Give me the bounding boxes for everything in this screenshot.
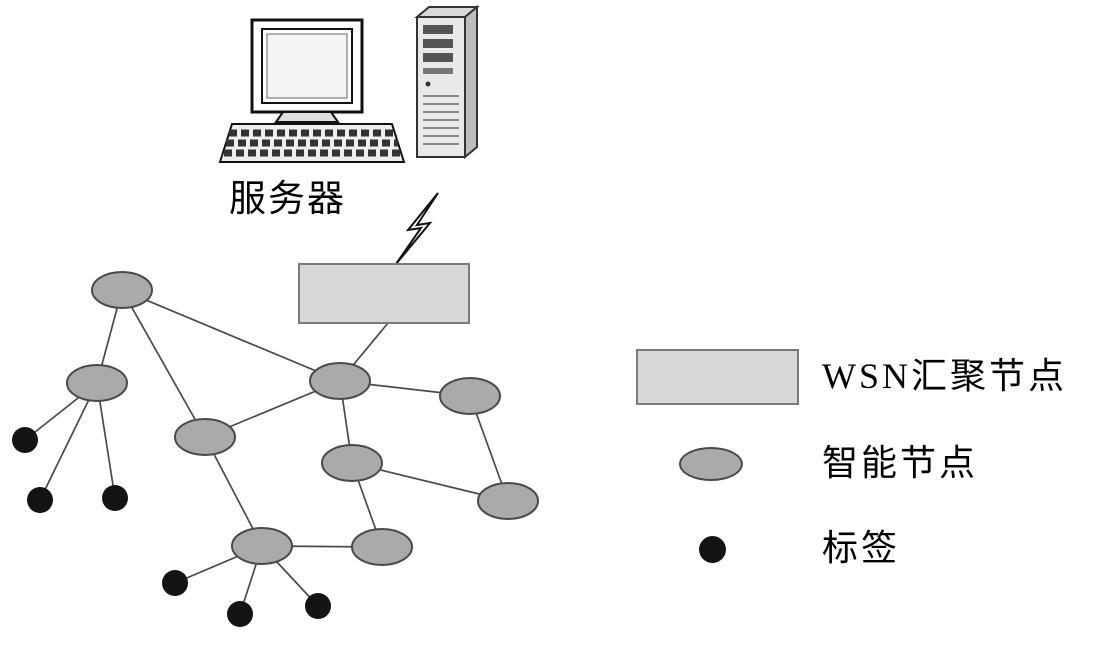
smart-node-n4	[309, 362, 371, 400]
lightning-bolt-icon	[395, 192, 439, 265]
legend-tag-symbol	[699, 536, 726, 563]
tag-t6	[305, 593, 331, 619]
legend-label-smart-node: 智能节点	[822, 443, 979, 483]
edge-n2-t2	[39, 382, 98, 501]
smart-node-n1	[91, 271, 153, 309]
smart-node-n9	[351, 528, 413, 566]
smart-node-n5	[439, 377, 501, 415]
edge-n1-n4	[121, 289, 341, 382]
smart-node-n7	[477, 482, 539, 520]
edge-n2-t3	[96, 382, 116, 499]
legend-label-sink: WSN汇聚节点	[822, 356, 1067, 396]
smart-node-n8	[231, 527, 293, 565]
network-layer	[12, 263, 539, 627]
edge-n1-n3	[121, 289, 206, 438]
legend-label-tag: 标签	[822, 528, 901, 568]
tag-t1	[12, 427, 38, 453]
legend-smart-node-symbol	[679, 447, 743, 481]
server-icon	[414, 4, 480, 160]
legend-sink-symbol	[636, 349, 799, 405]
wsn-sink-node	[298, 263, 470, 324]
tag-t5	[227, 601, 253, 627]
tag-t4	[162, 570, 188, 596]
edge-n3-n8	[204, 436, 263, 547]
smart-node-n6	[321, 444, 383, 482]
tag-t2	[27, 487, 53, 513]
computer-icon	[218, 18, 406, 163]
tag-t3	[102, 485, 128, 511]
server-label: 服务器	[229, 179, 346, 220]
smart-node-n2	[66, 364, 128, 402]
smart-node-n3	[174, 418, 236, 456]
